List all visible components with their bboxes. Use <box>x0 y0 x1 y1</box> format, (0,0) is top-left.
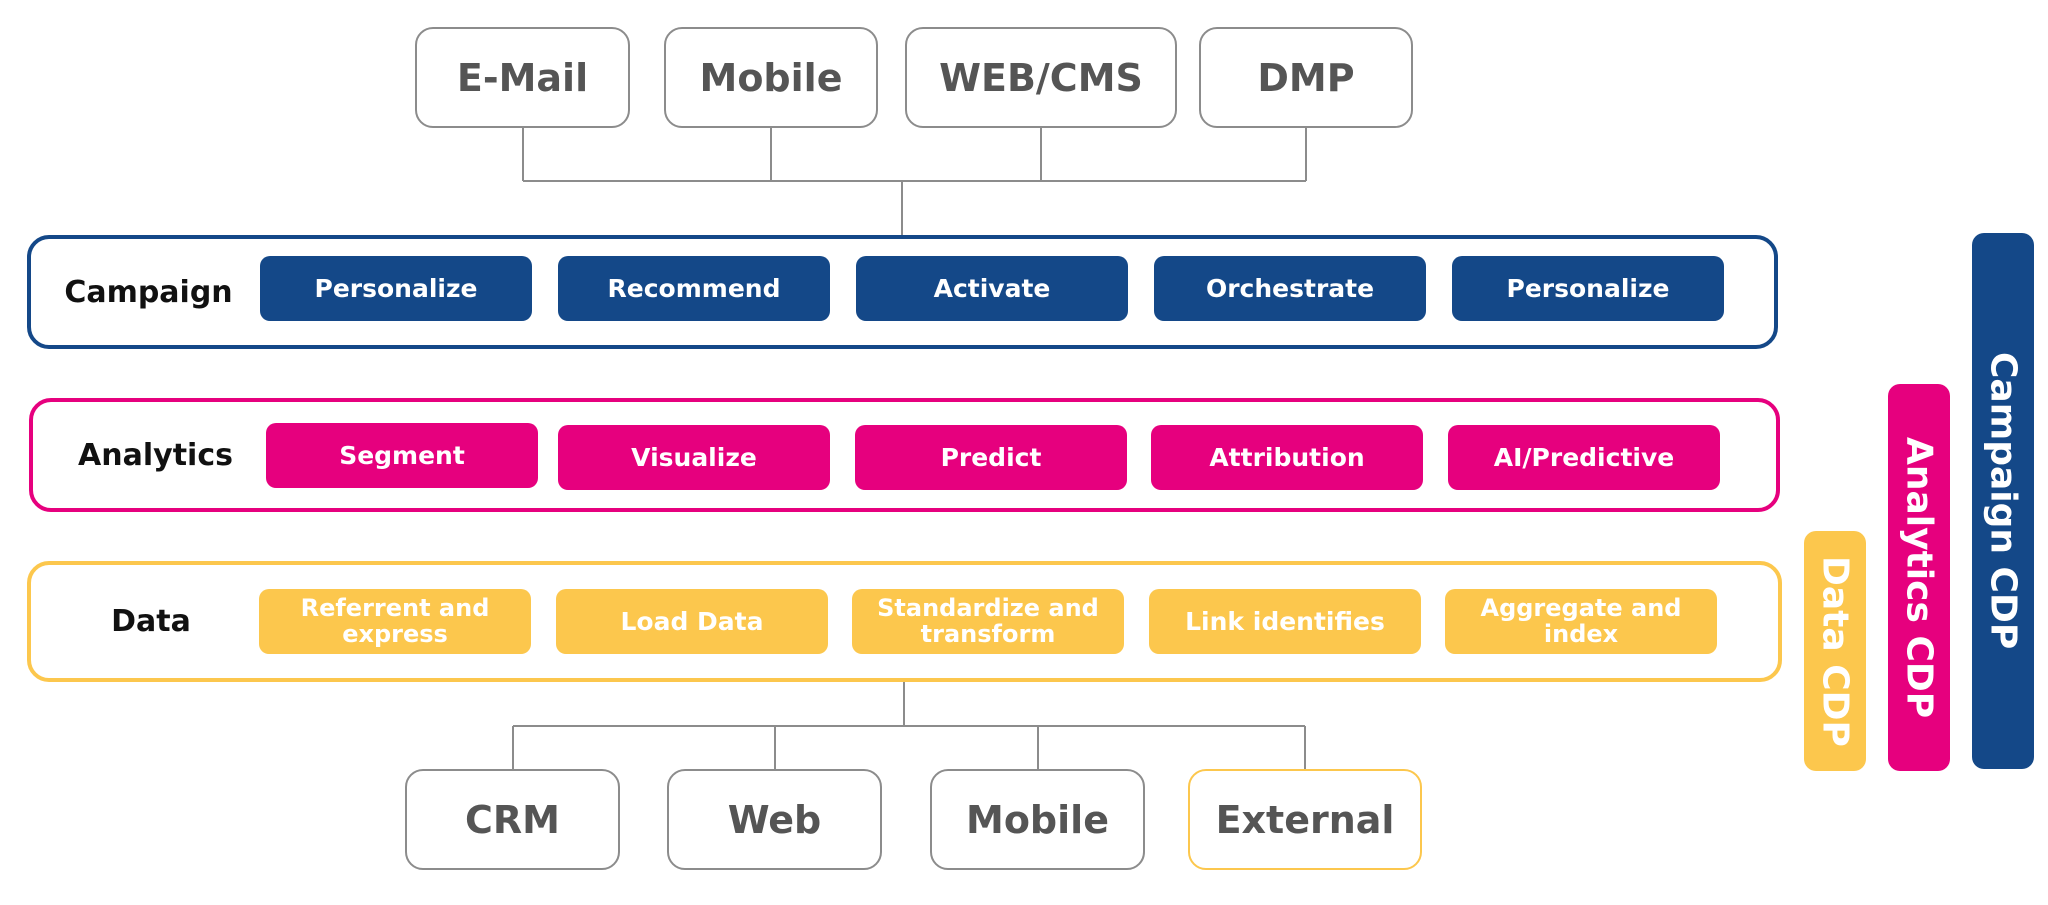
campaign-cdp-label: Campaign CDP <box>1982 352 2024 650</box>
chip-campaign-orchestrate: Orchestrate <box>1154 256 1426 321</box>
output-web-cms: WEB/CMS <box>905 27 1177 128</box>
chip-campaign-personalize: Personalize <box>260 256 532 321</box>
campaign-layer-label: Campaign <box>64 274 233 310</box>
chip-data-referrent-express: Referrent and express <box>259 589 531 654</box>
data-layer-label: Data <box>111 604 191 639</box>
chip-analytics-visualize: Visualize <box>558 425 830 490</box>
input-web: Web <box>667 769 882 870</box>
analytics-layer-label: Analytics <box>78 437 233 473</box>
input-external: External <box>1188 769 1422 870</box>
campaign-cdp-bar: Campaign CDP <box>1972 233 2034 769</box>
chip-analytics-predict: Predict <box>855 425 1127 490</box>
analytics-cdp-bar: Analytics CDP <box>1888 384 1950 771</box>
output-mobile: Mobile <box>664 27 878 128</box>
analytics-cdp-label: Analytics CDP <box>1898 436 1940 719</box>
chip-campaign-recommend: Recommend <box>558 256 830 321</box>
chip-campaign-activate: Activate <box>856 256 1128 321</box>
input-mobile: Mobile <box>930 769 1145 870</box>
chip-data-load-data: Load Data <box>556 589 828 654</box>
output-email: E-Mail <box>415 27 630 128</box>
chip-data-aggregate-index: Aggregate and index <box>1445 589 1717 654</box>
chip-campaign-personalize-2: Personalize <box>1452 256 1724 321</box>
chip-analytics-ai-predictive: AI/Predictive <box>1448 425 1720 490</box>
data-cdp-label: Data CDP <box>1814 555 1856 747</box>
data-cdp-bar: Data CDP <box>1804 531 1866 771</box>
chip-analytics-attribution: Attribution <box>1151 425 1423 490</box>
output-dmp: DMP <box>1199 27 1413 128</box>
chip-data-link-identifies: Link identifies <box>1149 589 1421 654</box>
input-crm: CRM <box>405 769 620 870</box>
chip-analytics-segment: Segment <box>266 423 538 488</box>
chip-data-standardize-transform: Standardize and transform <box>852 589 1124 654</box>
